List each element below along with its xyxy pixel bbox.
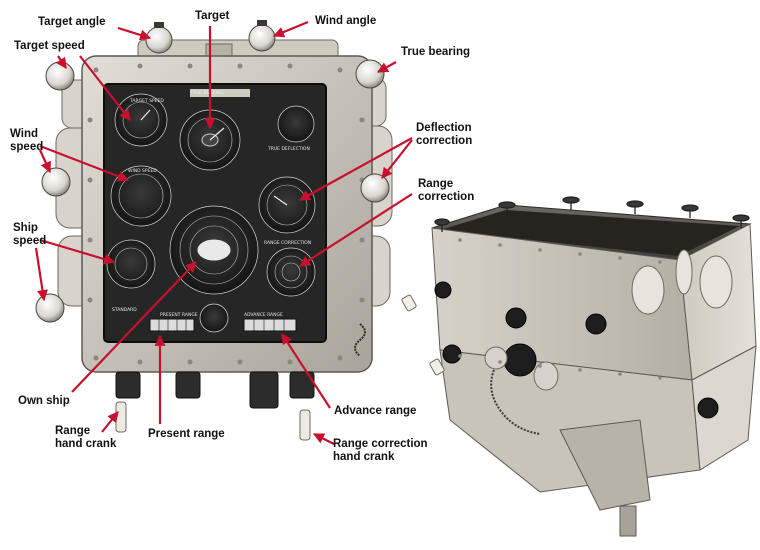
svg-text:TRUE BEARING: TRUE BEARING xyxy=(189,90,224,96)
front-view-unit: TARGET SPEED TRUE BEARING TRUE DEFLECTIO… xyxy=(35,20,393,441)
label-target: Target xyxy=(195,10,230,22)
label-target-speed: Target speed xyxy=(14,40,85,52)
label-present-range: Present range xyxy=(148,428,225,440)
svg-text:ADVANCE RANGE: ADVANCE RANGE xyxy=(244,312,283,318)
label-ship-speed: Ship speed xyxy=(13,222,47,247)
perspective-view-unit xyxy=(401,196,757,537)
label-true-bearing: True bearing xyxy=(401,46,471,58)
svg-text:TRUE DEFLECTION: TRUE DEFLECTION xyxy=(267,146,310,152)
svg-text:TARGET SPEED: TARGET SPEED xyxy=(129,98,164,104)
label-wind-speed: Wind speed xyxy=(10,128,44,153)
label-range-hand-crank: Range hand crank xyxy=(55,425,117,450)
label-own-ship: Own ship xyxy=(18,395,70,407)
svg-text:WIND SPEED: WIND SPEED xyxy=(128,168,157,174)
label-wind-angle: Wind angle xyxy=(315,15,377,27)
label-range-correction-hand-crank: Range correction hand crank xyxy=(333,438,428,463)
label-advance-range: Advance range xyxy=(334,405,417,417)
svg-text:RANGE CORRECTION: RANGE CORRECTION xyxy=(264,240,311,246)
svg-text:PRESENT RANGE: PRESENT RANGE xyxy=(160,312,198,318)
svg-text:STANDARD: STANDARD xyxy=(112,307,137,313)
label-deflection-correction: Deflection correction xyxy=(416,122,473,147)
label-range-correction: Range correction xyxy=(418,178,475,203)
label-target-angle: Target angle xyxy=(38,16,106,28)
